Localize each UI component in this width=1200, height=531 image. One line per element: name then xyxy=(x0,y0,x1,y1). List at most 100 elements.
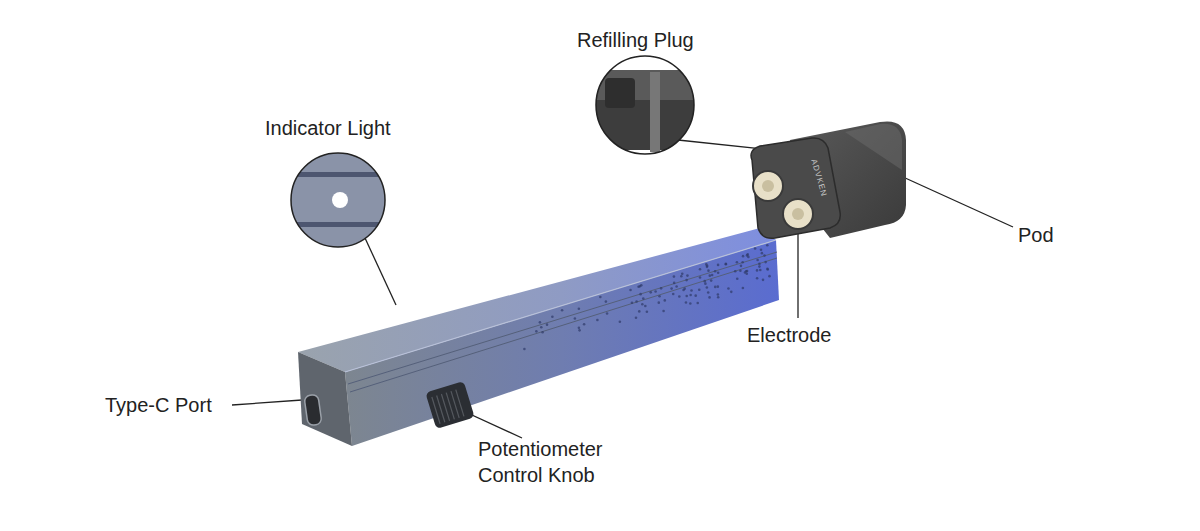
surface-dot xyxy=(766,244,769,247)
surface-dot xyxy=(696,302,699,305)
surface-dot xyxy=(629,289,632,292)
surface-dot xyxy=(742,255,745,258)
surface-dot xyxy=(766,267,769,270)
surface-dot xyxy=(599,296,602,299)
surface-dot xyxy=(704,282,707,285)
surface-dot xyxy=(541,331,544,334)
surface-dot xyxy=(539,321,542,324)
surface-dot xyxy=(682,289,685,292)
surface-dot xyxy=(725,263,728,266)
surface-dot xyxy=(694,294,697,297)
surface-dot xyxy=(673,282,676,285)
indicator-light-callout xyxy=(285,150,395,250)
surface-dot xyxy=(546,323,549,326)
surface-dot xyxy=(709,274,712,277)
surface-dot xyxy=(642,297,645,300)
surface-dot xyxy=(635,300,638,303)
surface-dot xyxy=(744,271,747,274)
surface-dot xyxy=(736,261,739,264)
surface-dot xyxy=(717,285,720,288)
surface-dot xyxy=(690,289,693,292)
surface-dot xyxy=(673,275,676,278)
surface-dot xyxy=(664,299,667,302)
surface-dot xyxy=(741,261,744,264)
surface-dot xyxy=(707,291,710,294)
surface-dot xyxy=(638,310,641,313)
surface-dot xyxy=(649,291,652,294)
surface-dot xyxy=(699,268,702,271)
surface-dot xyxy=(670,287,673,290)
surface-dot xyxy=(740,265,743,268)
surface-dot xyxy=(717,271,720,274)
surface-dot xyxy=(578,307,581,310)
surface-dot xyxy=(708,296,711,299)
surface-dot xyxy=(619,320,622,323)
surface-dot xyxy=(764,261,767,264)
surface-dot xyxy=(763,254,766,257)
surface-dot xyxy=(746,270,749,273)
surface-dot xyxy=(736,277,739,280)
surface-dot xyxy=(714,286,717,289)
surface-dot xyxy=(746,254,749,257)
surface-dot xyxy=(758,263,761,266)
surface-dot xyxy=(631,302,634,305)
surface-dot xyxy=(717,264,720,267)
surface-dot xyxy=(660,287,663,290)
surface-dot xyxy=(707,269,710,272)
device-body xyxy=(298,228,779,446)
surface-dot xyxy=(646,311,649,314)
surface-dot xyxy=(705,263,708,266)
part-label: Pod xyxy=(1018,222,1054,248)
control-knob xyxy=(425,381,474,429)
surface-dot xyxy=(662,310,665,313)
surface-dot xyxy=(756,269,759,272)
surface-dot xyxy=(725,263,728,266)
surface-dot xyxy=(657,301,660,304)
surface-dot xyxy=(742,287,745,290)
surface-dot xyxy=(535,330,538,333)
surface-dot xyxy=(706,286,709,289)
part-label: Refilling Plug xyxy=(577,27,694,53)
surface-dot xyxy=(766,268,769,271)
surface-dot xyxy=(540,326,543,329)
surface-dot xyxy=(689,294,692,297)
surface-dot xyxy=(561,309,564,312)
surface-dot xyxy=(672,293,675,296)
surface-dot xyxy=(739,269,742,272)
surface-dot xyxy=(734,270,737,273)
surface-dot xyxy=(703,280,706,283)
surface-dot xyxy=(685,279,688,282)
surface-dot xyxy=(578,329,581,332)
surface-dot xyxy=(717,296,720,299)
surface-dot xyxy=(523,348,526,351)
surface-dot xyxy=(658,295,661,298)
surface-dot xyxy=(578,327,581,330)
surface-dot xyxy=(689,302,692,305)
part-label: Electrode xyxy=(747,322,832,348)
surface-dot xyxy=(678,295,681,298)
surface-dot xyxy=(686,274,689,277)
surface-dot xyxy=(761,252,764,255)
surface-dot xyxy=(768,275,771,278)
surface-dot xyxy=(639,293,642,296)
surface-dot xyxy=(710,279,713,282)
brand-text: ADVKEN xyxy=(809,158,828,198)
pod-illustration xyxy=(751,121,906,238)
part-label: Indicator Light xyxy=(265,115,391,141)
surface-dot xyxy=(654,290,657,293)
surface-dot xyxy=(641,303,644,306)
part-label: Potentiometer Control Knob xyxy=(478,436,648,488)
surface-dot xyxy=(762,279,765,282)
surface-dot xyxy=(754,247,757,250)
surface-dot xyxy=(606,312,609,315)
surface-dot xyxy=(760,249,763,252)
surface-dot xyxy=(699,276,702,279)
surface-dot xyxy=(727,287,730,290)
surface-dot xyxy=(717,293,720,296)
surface-dot xyxy=(698,288,701,291)
surface-dot xyxy=(756,277,759,280)
surface-dot xyxy=(730,291,733,294)
surface-dot xyxy=(756,259,759,262)
surface-dot xyxy=(583,323,586,326)
surface-dot xyxy=(685,301,688,304)
